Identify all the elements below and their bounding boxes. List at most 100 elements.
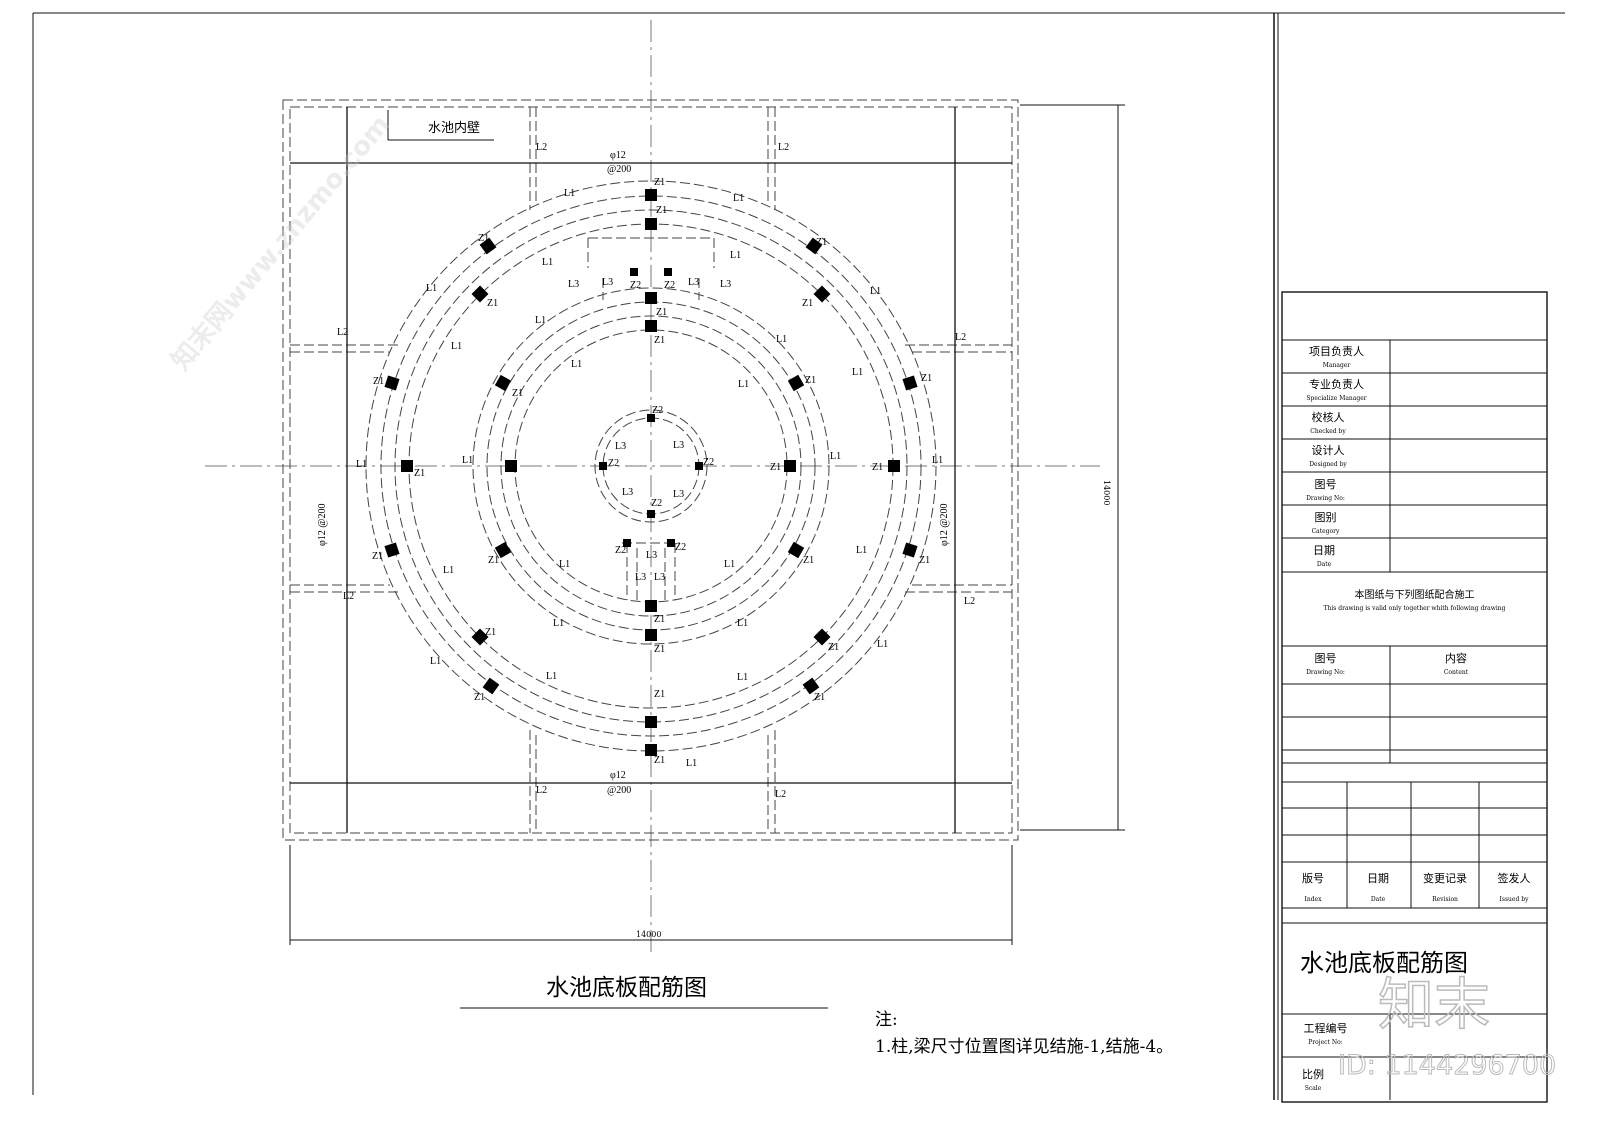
tb-label-en: Issued by: [1499, 896, 1529, 903]
tb-label-en: Checked by: [1310, 428, 1346, 435]
label-l1: L1: [451, 341, 463, 352]
column-z1: [813, 285, 831, 303]
label-l2: L2: [778, 142, 790, 153]
tb-valid-note-en: This drawing is valid only together whit…: [1323, 605, 1506, 612]
column-z2: [664, 268, 672, 276]
label-z1: Z1: [814, 692, 826, 703]
rebar-spec-right: φ12 @200: [939, 504, 950, 547]
tb-label-en: Revision: [1432, 896, 1458, 903]
label-z1: Z1: [485, 627, 497, 638]
rebar-spec-bottom-spacing: @200: [607, 785, 632, 796]
tb-label-cn: 比例: [1302, 1068, 1324, 1081]
column-z1: [902, 375, 918, 391]
tb-label-cn: 日期: [1367, 872, 1389, 885]
tb-label-cn: 图别: [1314, 511, 1337, 524]
label-z2: Z2: [703, 457, 715, 468]
label-l3: L3: [688, 277, 700, 288]
label-z1: Z1: [654, 644, 666, 655]
notes-heading: 注:: [875, 1010, 898, 1030]
label-l1: L1: [443, 565, 455, 576]
label-z1: Z1: [872, 462, 884, 473]
label-z1: Z1: [414, 468, 426, 479]
column-z1: [784, 460, 796, 472]
label-l2: L2: [964, 596, 976, 607]
tb-label-cn: 设计人: [1311, 444, 1345, 457]
label-l1: L1: [830, 451, 842, 462]
label-z1: Z1: [919, 555, 931, 566]
column-z1: [787, 374, 805, 392]
ring-beam-circle: [380, 195, 922, 737]
column-z1: [645, 189, 657, 201]
tb-label-en: Manager: [1322, 362, 1351, 369]
column-z1: [645, 320, 657, 332]
column-z1: [645, 716, 657, 728]
label-z1: Z1: [654, 755, 666, 766]
label-l1: L1: [856, 545, 868, 556]
label-l3: L3: [635, 572, 647, 583]
rebar-spec-top-dia: φ12: [610, 150, 626, 161]
label-l1: L1: [852, 367, 864, 378]
label-z1: Z1: [654, 335, 666, 346]
label-l3: L3: [646, 550, 658, 561]
tb-label-en: Specialize Manager: [1306, 395, 1367, 402]
label-l3: L3: [720, 279, 732, 290]
tb-label-cn: 签发人: [1497, 872, 1531, 885]
label-l3: L3: [654, 572, 666, 583]
label-z1: Z1: [828, 642, 840, 653]
label-z1: Z1: [770, 462, 782, 473]
label-l3: L3: [602, 277, 614, 288]
label-z1: Z1: [803, 555, 815, 566]
label-l1: L1: [559, 559, 571, 570]
label-z1: Z1: [805, 375, 817, 386]
column-z2: [695, 462, 703, 470]
ring-beam-circle: [594, 409, 708, 523]
ring-beam-circle: [500, 315, 802, 617]
tb-sheet-title: 水池底板配筋图: [1300, 949, 1468, 977]
tb-label-cn: 校核人: [1311, 411, 1345, 424]
tb-label-cn: 工程编号: [1303, 1022, 1348, 1035]
label-l1: L1: [426, 283, 438, 294]
rebar-spec-top-spacing: @200: [607, 164, 632, 175]
rebar-spec-right-dia: φ12: [939, 530, 950, 546]
label-l1: L1: [535, 315, 547, 326]
label-l3: L3: [673, 489, 685, 500]
label-l1: L1: [356, 459, 368, 470]
label-z1: Z1: [373, 376, 385, 387]
pool-inner-wall-label: 水池内壁: [428, 121, 481, 136]
column-z2: [599, 462, 607, 470]
label-z1: Z1: [654, 177, 666, 188]
label-z2: Z2: [608, 458, 620, 469]
tb-label-en: Content: [1443, 669, 1469, 676]
label-z1: Z1: [654, 689, 666, 700]
label-l1: L1: [430, 656, 442, 667]
label-l1: L1: [733, 193, 745, 204]
label-l1: L1: [564, 188, 576, 199]
label-l1: L1: [686, 758, 698, 769]
label-l2: L2: [343, 591, 355, 602]
watermark-logo: 知末: [1377, 973, 1491, 1038]
label-z1: Z1: [921, 373, 933, 384]
column-z1: [401, 460, 413, 472]
label-z1: Z1: [654, 614, 666, 625]
note-1: 1.柱,梁尺寸位置图详见结施-1,结施-4。: [875, 1037, 1174, 1057]
tb-label-cn: 图号: [1314, 652, 1337, 665]
column-z1: [787, 541, 805, 559]
label-l2: L2: [536, 142, 548, 153]
tb-label-cn: 版号: [1302, 872, 1324, 885]
column-z1: [384, 542, 400, 558]
column-z1: [888, 460, 900, 472]
label-z2: Z2: [615, 545, 627, 556]
column-z1: [645, 744, 657, 756]
column-z1: [471, 285, 489, 303]
tb-label-cn: 图号: [1314, 478, 1337, 491]
column-z2: [647, 510, 655, 518]
label-l1: L1: [737, 618, 749, 629]
tb-label-en: Scale: [1304, 1085, 1322, 1092]
